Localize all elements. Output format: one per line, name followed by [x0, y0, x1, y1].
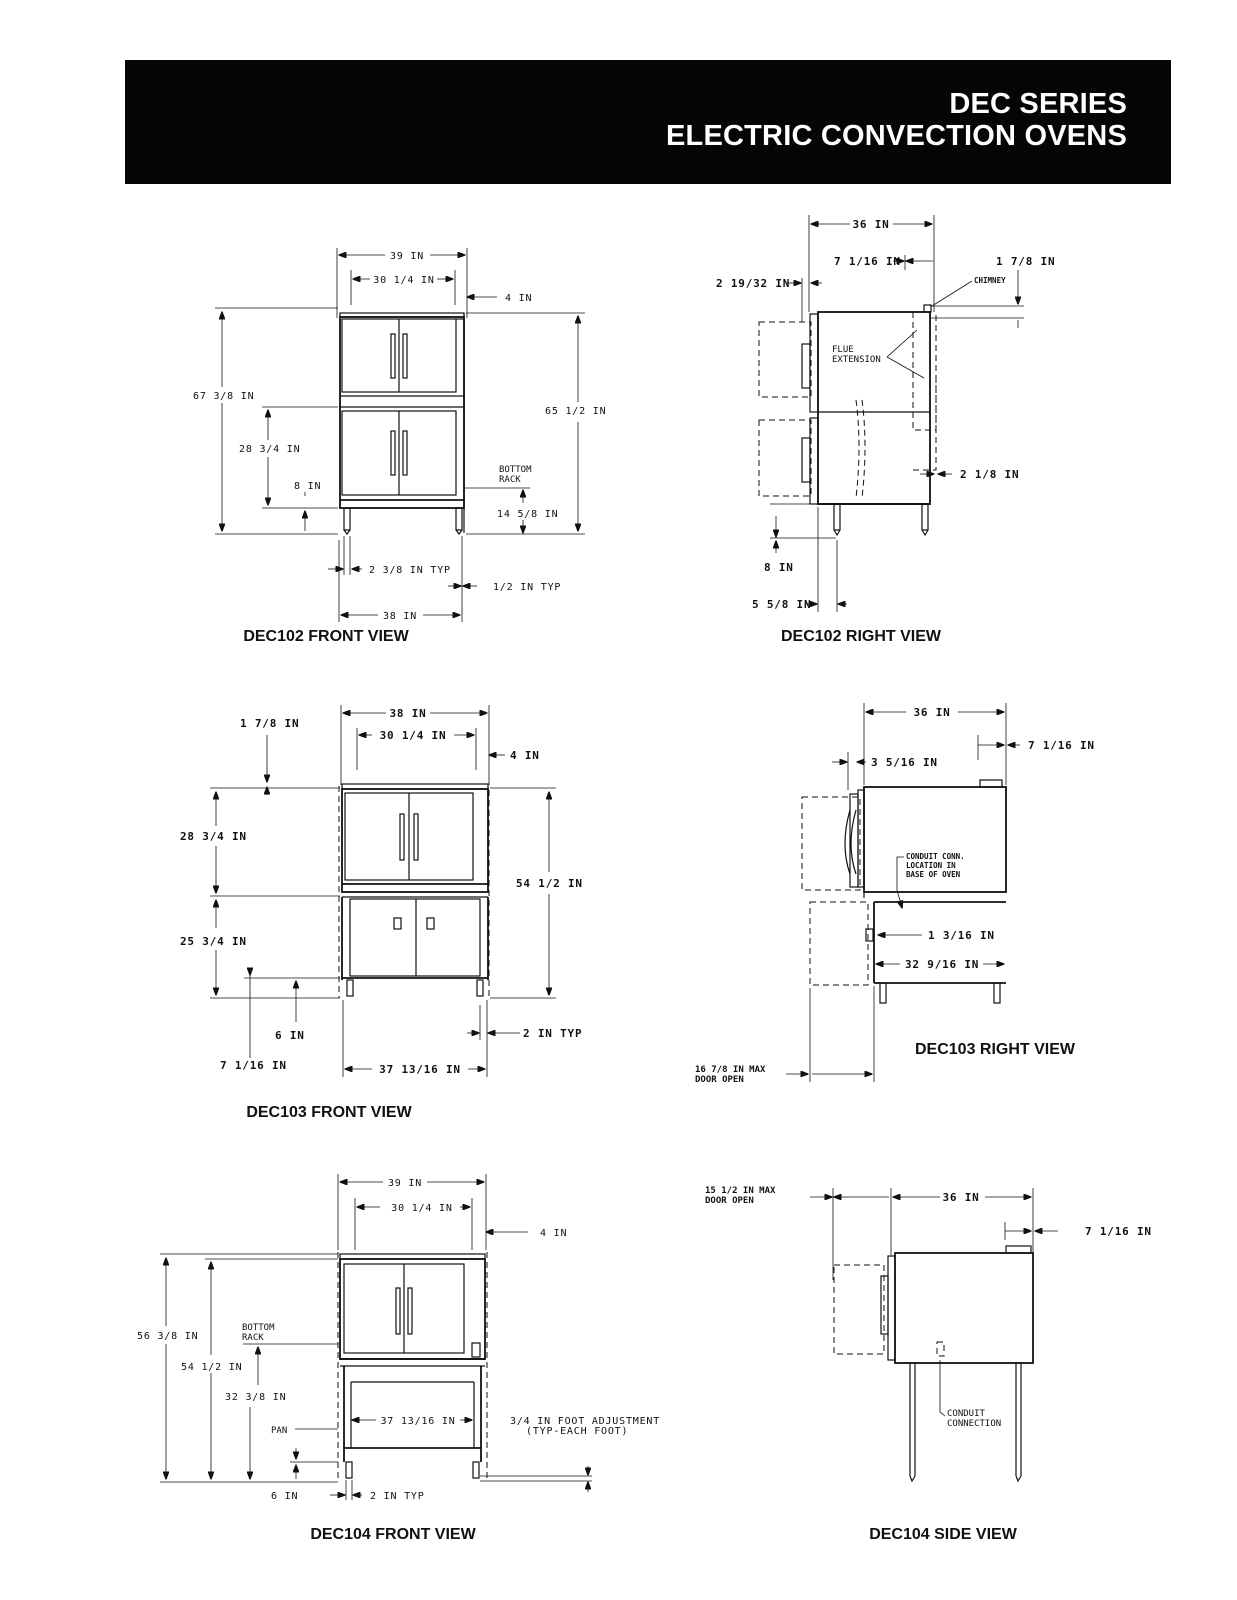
label-bottom-rack-1: BOTTOM: [242, 1323, 275, 1333]
dim-offset: 4 IN: [510, 749, 540, 762]
caption-dec104-front: DEC104 FRONT VIEW: [310, 1526, 476, 1543]
dim-leg-height: 8 IN: [294, 481, 321, 492]
dim-leg-height: 6 IN: [275, 1029, 305, 1042]
dim-leg-offset: 5 5/8 IN: [752, 598, 811, 611]
dim-total-height: 54 1/2 IN: [516, 877, 583, 890]
dim-base-width: 37 13/16 IN: [379, 1063, 461, 1076]
caption-dec103-front: DEC103 FRONT VIEW: [246, 1104, 412, 1121]
dim-door-open-1: 15 1/2 IN MAX: [705, 1186, 776, 1196]
dim-offset: 4 IN: [505, 293, 532, 304]
header-title-line2: ELECTRIC CONVECTION OVENS: [666, 120, 1127, 152]
dim-cabinet-height: 54 1/2 IN: [181, 1362, 242, 1373]
label-flue-2: EXTENSION: [832, 355, 881, 365]
dim-leg-height: 8 IN: [764, 561, 794, 574]
dim-foot-adjust-1: 3/4 IN FOOT ADJUSTMENT: [510, 1416, 660, 1427]
dec102-right-view: 36 IN 7 1/16 IN 1 7/8 IN CHIMNEY 2 19/32…: [716, 215, 1055, 645]
dim-overall-width: 38 IN: [389, 707, 426, 720]
dim-door-offset: 2 19/32 IN: [716, 277, 790, 290]
label-chimney: CHIMNEY: [974, 276, 1006, 285]
dim-offset: 4 IN: [540, 1228, 567, 1239]
dim-rack-height: 14 5/8 IN: [497, 509, 558, 520]
dim-base-width: 37 13/16 IN: [380, 1416, 455, 1427]
dec104-front-view: 39 IN 30 1/4 IN 4 IN 56 3/: [137, 1174, 660, 1543]
dim-cabinet-height: 65 1/2 IN: [545, 406, 606, 417]
dim-leg-gap: 1/2 IN TYP: [493, 582, 561, 593]
dec104-side-view: 36 IN 15 1/2 IN MAX DOOR OPEN 7 1/16 IN …: [705, 1186, 1152, 1543]
dim-leg-height-2: 7 1/16 IN: [220, 1059, 287, 1072]
header-title-line1: DEC SERIES: [949, 88, 1127, 120]
label-bottom-rack-1: BOTTOM: [499, 465, 532, 475]
dim-door-open-2: DOOR OPEN: [705, 1196, 754, 1206]
dim-overall-width: 39 IN: [388, 1178, 422, 1189]
caption-dec102-front: DEC102 FRONT VIEW: [243, 628, 409, 645]
dim-depth: 36 IN: [942, 1191, 979, 1204]
dim-door-open-2: DOOR OPEN: [695, 1075, 744, 1085]
dim-total-height: 56 3/8 IN: [137, 1331, 198, 1342]
label-bottom-rack-2: RACK: [242, 1333, 264, 1343]
label-conduit-2: CONNECTION: [947, 1419, 1001, 1429]
dim-stand-height: 25 3/4 IN: [180, 935, 247, 948]
dim-inner-width: 30 1/4 IN: [380, 729, 447, 742]
dim-top-offset: 7 1/16 IN: [834, 255, 901, 268]
caption-dec102-right: DEC102 RIGHT VIEW: [781, 628, 942, 645]
dim-door-offset: 3 5/16 IN: [871, 756, 938, 769]
dim-top-offset: 7 1/16 IN: [1085, 1225, 1152, 1238]
caption-dec104-side: DEC104 SIDE VIEW: [869, 1526, 1018, 1543]
dim-chimney-offset: 1 7/8 IN: [996, 255, 1055, 268]
label-conduit-3: BASE OF OVEN: [906, 870, 961, 879]
label-pan: PAN: [271, 1426, 287, 1436]
dim-depth: 36 IN: [913, 706, 950, 719]
dec103-right-view: 36 IN 7 1/16 IN 3 5/16 IN CONDUIT CONN. …: [695, 703, 1095, 1085]
label-flue-1: FLUE: [832, 345, 854, 355]
dim-leg-width: 2 IN TYP: [370, 1491, 425, 1502]
dim-rack-height: 32 3/8 IN: [225, 1392, 286, 1403]
dim-flue-offset: 2 1/8 IN: [960, 468, 1019, 481]
page-header: DEC SERIES ELECTRIC CONVECTION OVENS: [125, 60, 1171, 184]
dim-inner-width: 30 1/4 IN: [373, 275, 434, 286]
dim-section-height: 28 3/4 IN: [239, 444, 300, 455]
dim-leg-width: 2 IN TYP: [523, 1027, 582, 1040]
label-conduit-1: CONDUIT CONN.: [906, 852, 965, 861]
dim-total-height: 67 3/8 IN: [193, 391, 254, 402]
dec102-front-view: 39 IN 30 1/4 IN 4 IN 67 3/8 IN: [193, 248, 606, 645]
dec103-front-view: 38 IN 30 1/4 IN 4 IN 1 7/8 IN: [180, 705, 583, 1121]
label-bottom-rack-2: RACK: [499, 475, 521, 485]
dim-top-offset: 1 7/8 IN: [240, 717, 299, 730]
dim-stand-depth: 32 9/16 IN: [905, 958, 979, 971]
label-conduit-1: CONDUIT: [947, 1409, 986, 1419]
dim-depth: 36 IN: [852, 218, 889, 231]
dim-door-open-1: 16 7/8 IN MAX: [695, 1065, 766, 1075]
dim-top-offset: 7 1/16 IN: [1028, 739, 1095, 752]
dim-leg-height: 6 IN: [271, 1491, 298, 1502]
caption-dec103-right: DEC103 RIGHT VIEW: [915, 1041, 1076, 1058]
dim-base-width: 38 IN: [383, 611, 417, 622]
dim-inner-width: 30 1/4 IN: [391, 1203, 452, 1214]
dim-conduit-offset: 1 3/16 IN: [928, 929, 995, 942]
dim-oven-height: 28 3/4 IN: [180, 830, 247, 843]
label-conduit-2: LOCATION IN: [906, 861, 956, 870]
dim-overall-width: 39 IN: [390, 251, 424, 262]
dim-foot-adjust-2: (TYP-EACH FOOT): [526, 1426, 628, 1437]
dim-leg-width: 2 3/8 IN TYP: [369, 565, 451, 576]
